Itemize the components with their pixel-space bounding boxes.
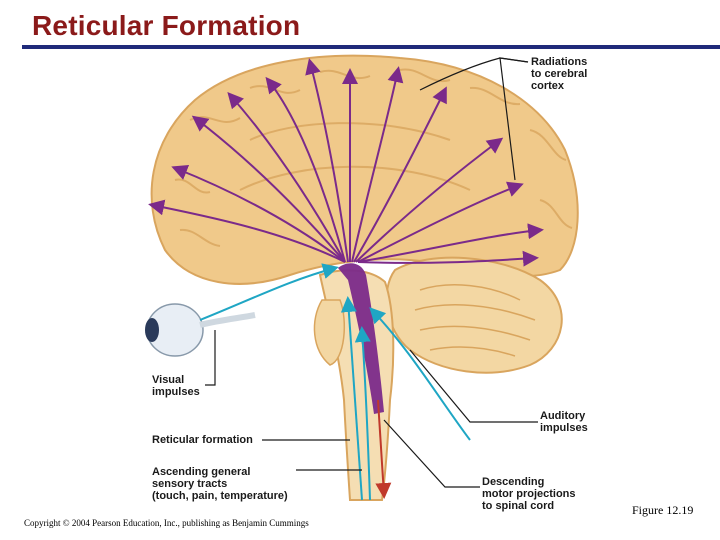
label-descending-projections: Descending motor projections to spinal c… <box>482 476 576 512</box>
label-reticular-formation: Reticular formation <box>152 434 253 446</box>
auditory-impulse-arrow <box>369 307 471 441</box>
cerebellum-folia <box>414 284 536 357</box>
copyright-notice: Copyright © 2004 Pearson Education, Inc.… <box>24 518 309 528</box>
page-title: Reticular Formation <box>32 10 301 41</box>
cortex-folds <box>174 68 573 247</box>
visual-impulse-arrow <box>199 263 339 321</box>
radiation-arrows <box>148 58 544 267</box>
label-auditory-impulses: Auditory impulses <box>540 410 588 434</box>
label-ascending-tracts: Ascending general sensory tracts (touch,… <box>152 466 288 502</box>
label-visual-impulses: Visual impulses <box>152 374 200 398</box>
label-radiations: Radiations to cerebral cortex <box>531 56 588 92</box>
eye-icon <box>145 303 256 357</box>
title-underline <box>22 45 720 49</box>
leader-lines <box>205 57 538 488</box>
descending-motor-arrow <box>375 399 392 499</box>
pons <box>313 299 346 366</box>
cerebrum <box>150 54 579 285</box>
ascending-tract-arrows <box>340 296 371 501</box>
figure-number: Figure 12.19 <box>632 503 694 517</box>
